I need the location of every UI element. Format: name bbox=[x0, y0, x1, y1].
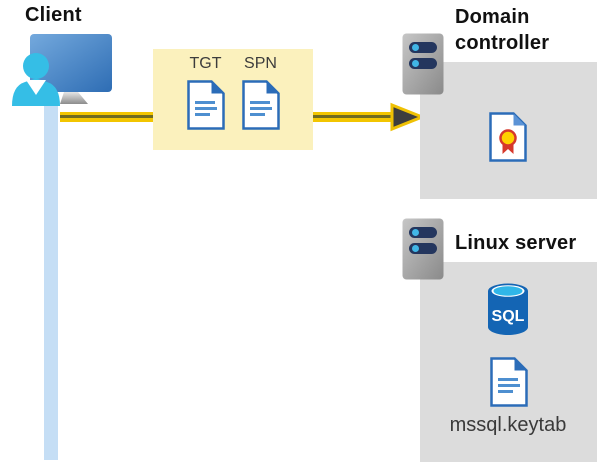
domain-controller-server-icon bbox=[402, 33, 444, 95]
person-icon bbox=[12, 53, 60, 106]
sql-database-icon: SQL bbox=[488, 283, 528, 335]
client-computer-icon bbox=[12, 34, 112, 106]
keytab-filename: mssql.keytab bbox=[449, 414, 567, 436]
spn-ticket: SPN bbox=[241, 55, 280, 130]
linux-server-icon bbox=[402, 218, 444, 280]
tgt-ticket: TGT bbox=[186, 55, 225, 130]
spn-document-icon bbox=[241, 80, 280, 130]
tgt-label: TGT bbox=[189, 55, 222, 72]
arrowhead-icon bbox=[390, 102, 424, 132]
ticket-highlight-box: TGT SPN bbox=[153, 49, 313, 150]
spn-label: SPN bbox=[244, 55, 277, 72]
linux-server-title: Linux server bbox=[455, 232, 577, 254]
sql-icon-text: SQL bbox=[492, 308, 525, 325]
domain-controller-title: Domain controller bbox=[455, 6, 550, 54]
tgt-document-icon bbox=[186, 80, 225, 130]
client-title: Client bbox=[25, 4, 82, 26]
certificate-icon bbox=[489, 112, 527, 162]
monitor-icon bbox=[30, 34, 112, 104]
client-timeline-bar bbox=[44, 100, 58, 460]
keytab-document-icon bbox=[490, 357, 528, 407]
